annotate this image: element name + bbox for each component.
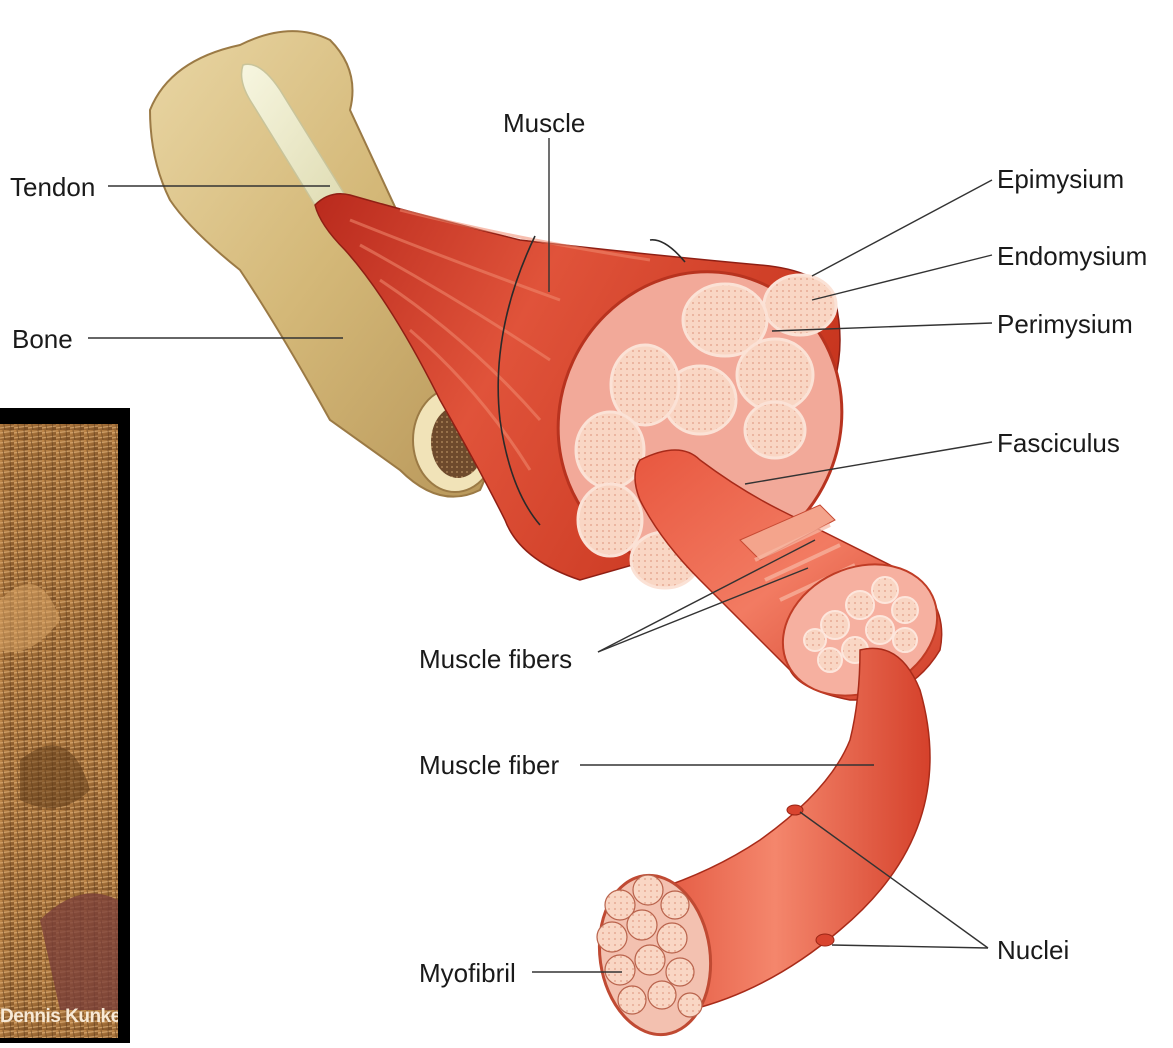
label-endomysium: Endomysium: [997, 243, 1147, 269]
label-tendon: Tendon: [10, 174, 95, 200]
label-muscle: Muscle: [503, 110, 585, 136]
photo-credit: Dennis Kunkel: [0, 1006, 118, 1036]
label-bone: Bone: [12, 326, 73, 352]
leader-line-nuclei-b: [832, 945, 988, 948]
label-epimysium: Epimysium: [997, 166, 1124, 192]
inset-micrograph: [0, 408, 130, 1043]
label-myofibril: Myofibril: [419, 960, 516, 986]
label-fasciculus: Fasciculus: [997, 430, 1120, 456]
label-nuclei: Nuclei: [997, 937, 1069, 963]
label-perimysium: Perimysium: [997, 311, 1133, 337]
label-muscle-fibers: Muscle fibers: [419, 646, 572, 672]
label-muscle-fiber: Muscle fiber: [419, 752, 559, 778]
